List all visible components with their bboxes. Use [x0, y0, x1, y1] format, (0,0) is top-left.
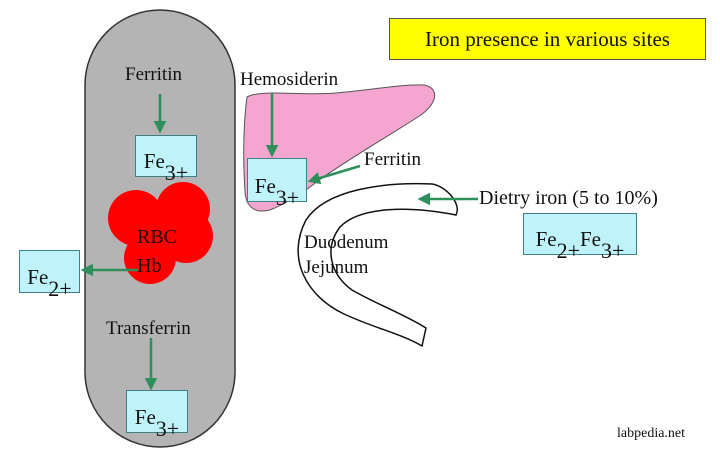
transferrin-label: Transferrin: [106, 318, 191, 339]
jejunum-label: Jejunum: [304, 257, 369, 278]
hb-fe-symbol: Fe: [27, 265, 49, 289]
dietary-iron-label: Dietry iron (5 to 10%): [479, 187, 658, 209]
title-text: Iron presence in various sites: [425, 26, 670, 51]
ferritin-fe-symbol: Fe: [143, 149, 165, 173]
liver-ferritin-label: Ferritin: [364, 149, 421, 170]
dietary-fe3-symbol: Fe: [580, 227, 601, 251]
title-box: Iron presence in various sites: [389, 18, 706, 60]
hemosiderin-label: Hemosiderin: [240, 69, 339, 90]
arrow-ferritin-to-liver-fe: [307, 164, 361, 185]
ferritin-label: Ferritin: [125, 64, 182, 85]
transferrin-fe-symbol: Fe: [134, 405, 156, 429]
credit-text: labpedia.net: [617, 426, 686, 441]
duodenum-outline: [297, 182, 459, 348]
liver-fe-symbol: Fe: [254, 174, 276, 198]
rbc-label: RBC: [137, 226, 178, 248]
duodenum-label: Duodenum: [304, 232, 389, 253]
hb-label: Hb: [137, 255, 162, 277]
dietary-fe2-symbol: Fe: [535, 227, 557, 251]
